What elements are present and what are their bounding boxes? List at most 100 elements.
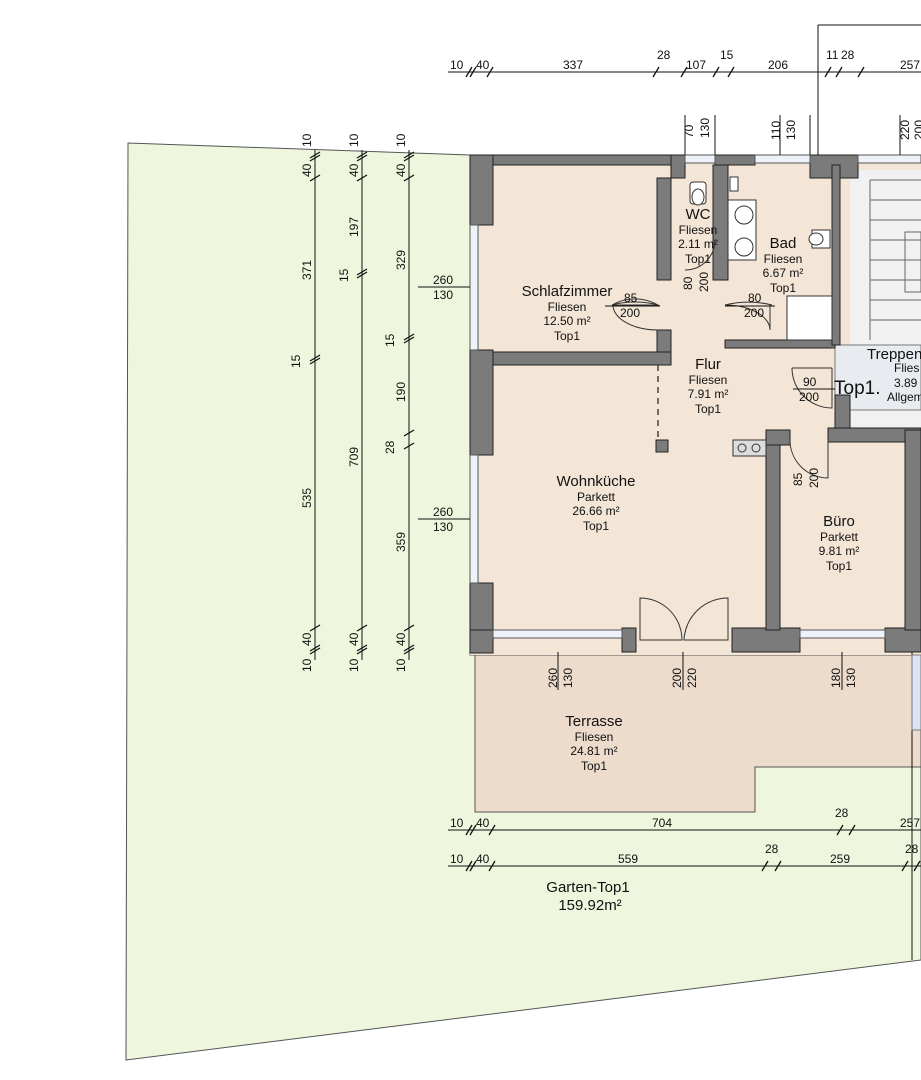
dim-lc2-5: 40 <box>347 632 361 646</box>
wall-bad-right <box>831 164 841 346</box>
dim-top-3: 28 <box>657 48 671 62</box>
terrace-area <box>474 654 921 813</box>
stair-steps <box>869 179 921 340</box>
dim-top-6: 206 <box>768 58 788 72</box>
dim-lc1-2: 371 <box>300 260 314 280</box>
dim-br1-0: 10 <box>450 816 464 830</box>
wall-left-upper <box>469 154 494 226</box>
wall-left-mid <box>469 349 494 456</box>
room-floor: Parkett <box>820 530 859 544</box>
dim-open-top-1b: 130 <box>698 118 712 138</box>
label-terrasse: Terrasse Fliesen 24.81 m² Top1 <box>565 713 623 773</box>
dim-br2-1: 40 <box>476 852 490 866</box>
dim-lc1-0: 10 <box>300 133 314 147</box>
label-bad: Bad Fliesen 6.67 m² Top1 <box>763 235 804 295</box>
dim-lc2-6: 10 <box>347 658 361 672</box>
dim-lc3-4: 190 <box>394 382 408 402</box>
wall-bottom-2 <box>621 627 637 653</box>
windows <box>469 154 921 639</box>
dim-door-flur-a: 90 <box>803 375 817 389</box>
dim-top: 10 40 337 28 107 15 206 11 28 257 <box>448 24 921 155</box>
dim-left-windows: 260 130 260 130 <box>418 273 470 534</box>
label-wohnkueche: Wohnküche Parkett 26.66 m² Top1 <box>557 473 636 533</box>
dim-top-0: 10 <box>450 58 464 72</box>
stove-burner-2 <box>751 443 761 453</box>
dim-br2-3: 28 <box>765 842 779 856</box>
dim-win-left-2b: 130 <box>433 520 453 534</box>
room-area: 7.91 m² <box>688 387 729 401</box>
wall-schlaf-right <box>656 177 672 281</box>
dim-bottom-openings: 260 130 200 220 180 130 <box>546 652 858 690</box>
dim-top-1: 40 <box>476 58 490 72</box>
top1-label: Top1. <box>834 378 880 399</box>
wall-wc-left <box>670 154 686 179</box>
dim-door-wc-b: 200 <box>697 272 711 292</box>
dim-doors: 85 200 80 200 80 200 90 200 85 200 <box>605 272 835 488</box>
room-area: 26.66 m² <box>572 504 619 518</box>
room-floor: Fliesen <box>764 252 803 266</box>
dim-br1-4: 257 <box>900 816 920 830</box>
dim-lc3-8: 10 <box>394 658 408 672</box>
dim-lc3-3: 15 <box>383 333 397 347</box>
room-name: Büro <box>823 513 855 530</box>
label-wc: WC Fliesen 2.11 m² Top1 <box>678 206 718 266</box>
dim-open-top-3b: 200 <box>912 120 921 140</box>
room-area: 12.50 m² <box>543 314 590 328</box>
room-name: Bad <box>770 235 797 252</box>
wall-flur-right <box>834 394 851 431</box>
room-unit: Allgem <box>887 390 921 404</box>
wall-buero-right <box>904 429 921 631</box>
room-floor: Fliesen <box>679 223 718 237</box>
dim-top-2: 337 <box>563 58 583 72</box>
room-floor: Fliesen <box>575 730 614 744</box>
dim-bo-2a: 200 <box>670 668 684 688</box>
stove-burner-1 <box>737 443 747 453</box>
dim-lc1-1: 40 <box>300 163 314 177</box>
dim-openings-top: 70 130 110 130 220 200 <box>682 118 921 140</box>
dim-open-top-3a: 220 <box>898 120 912 140</box>
room-area: 2.11 m² <box>678 237 718 251</box>
dim-lc1-3: 15 <box>289 354 303 368</box>
dim-br1-3: 28 <box>835 806 849 820</box>
dim-lc2-4: 709 <box>347 447 361 467</box>
right-edge-window <box>911 654 921 731</box>
dim-top-9: 257 <box>900 58 920 72</box>
room-floor: Parkett <box>577 490 616 504</box>
dim-door-buero-a: 85 <box>791 472 805 486</box>
dim-lc1-4: 535 <box>300 488 314 508</box>
wall-buero-top-2 <box>827 427 921 443</box>
dim-door-wc-a: 80 <box>681 276 695 290</box>
room-name: Schlafzimmer <box>522 283 613 300</box>
dim-top-8: 28 <box>841 48 855 62</box>
label-flur: Flur Fliesen 7.91 m² Top1 <box>688 356 729 416</box>
label-garden: Garten-Top1 159.92m² <box>546 879 629 914</box>
dim-lc3-5: 28 <box>383 440 397 454</box>
stair-landing <box>834 344 921 411</box>
dim-lc1-6: 10 <box>300 658 314 672</box>
wall-bad-bottom <box>724 339 836 349</box>
dim-win-left-2a: 260 <box>433 505 453 519</box>
dim-bo-1a: 260 <box>546 668 560 688</box>
dim-br2-2: 559 <box>618 852 638 866</box>
room-name: WC <box>686 206 711 223</box>
room-area: 3.89 <box>894 376 918 390</box>
garden-area-value: 159.92m² <box>558 897 621 914</box>
dim-door-bad-a: 80 <box>748 291 762 305</box>
room-unit: Top1 <box>685 252 711 266</box>
room-floor: Flies <box>894 361 919 375</box>
dim-left-columns: 10 40 371 15 535 40 10 10 40 197 15 709 … <box>289 133 415 672</box>
wall-buero-left <box>765 439 781 631</box>
dim-open-top-1a: 70 <box>682 124 696 138</box>
wall-bottom-1 <box>469 629 494 654</box>
dim-lc1-5: 40 <box>300 632 314 646</box>
dim-br1-2: 704 <box>652 816 672 830</box>
garden-name: Garten-Top1 <box>546 879 629 896</box>
dim-door-flur-b: 200 <box>799 390 819 404</box>
room-name: Flur <box>695 356 721 373</box>
wall-wc-bad <box>712 164 729 281</box>
room-area: 24.81 m² <box>570 744 617 758</box>
dim-lc2-0: 10 <box>347 133 361 147</box>
room-unit: Top1 <box>581 759 607 773</box>
wc-fixtures <box>689 176 833 341</box>
dim-br2-0: 10 <box>450 852 464 866</box>
